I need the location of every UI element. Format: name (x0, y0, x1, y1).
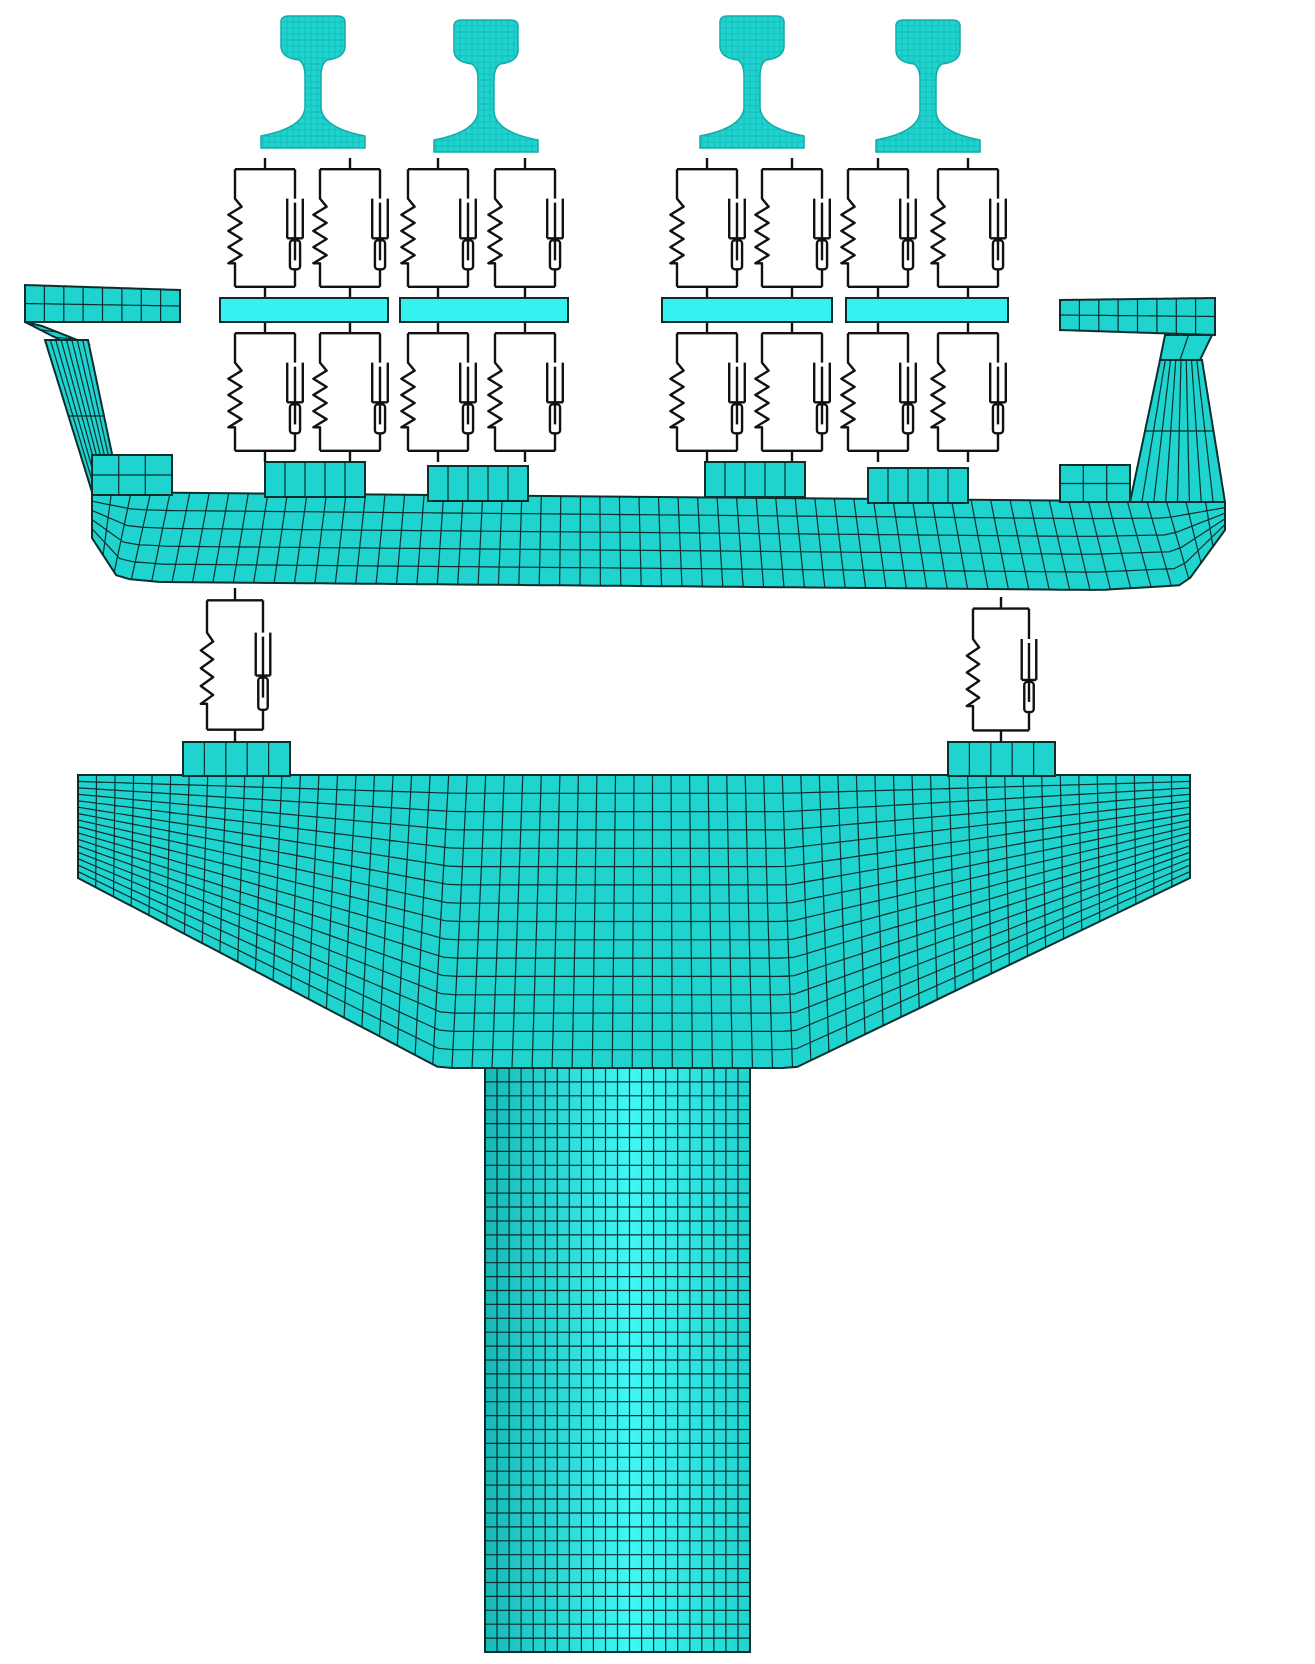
bearing-block-left (182, 741, 291, 777)
deck-left-corner-mesh-grid (92, 455, 172, 495)
lower-fastener-4-2 (930, 322, 1007, 462)
spring-icon (487, 333, 503, 451)
deck-right-web-mesh-grid (1141, 359, 1214, 503)
damper-cylinder-icon (371, 169, 389, 261)
lower-fastener-1-2 (312, 322, 389, 462)
damper-cylinder-icon (459, 333, 477, 425)
bearing-spring-left (199, 588, 272, 742)
base-block-1 (264, 461, 366, 498)
damper-cylinder-icon (989, 169, 1007, 261)
pier-mesh-grid (485, 1068, 750, 1652)
upper-fastener-3-1 (669, 158, 746, 298)
lower-fastener-4-1 (840, 322, 917, 462)
base-block-4 (867, 467, 969, 504)
base-block-1-grid (284, 462, 346, 497)
spring-icon (840, 333, 856, 451)
spring-icon (312, 333, 328, 451)
rail-3 (699, 15, 805, 149)
base-block-3 (704, 461, 806, 498)
base-block-2-grid (447, 466, 509, 501)
damper-cylinder-icon (728, 169, 746, 261)
spring-icon (227, 169, 243, 287)
deck-right-wing-mesh-grid (1060, 298, 1215, 335)
deck-left-wing-mesh-grid (25, 285, 180, 322)
spring-icon (312, 169, 328, 287)
base-block-2 (427, 465, 529, 502)
spring-icon (400, 333, 416, 451)
spring-icon (669, 169, 685, 287)
rail-2 (433, 19, 539, 153)
cap-beam-mesh-grid (77, 774, 1191, 1069)
damper-cylinder-icon (546, 333, 564, 425)
sleeper-slab-2 (399, 297, 569, 323)
spring-icon (400, 169, 416, 287)
damper-cylinder-icon (728, 333, 746, 425)
spring-icon (754, 333, 770, 451)
rail-1 (260, 15, 366, 149)
upper-fastener-2-2 (487, 158, 564, 298)
lower-fastener-3-1 (669, 322, 746, 462)
damper-cylinder-icon (813, 333, 831, 425)
bearing-spring-right (965, 597, 1038, 742)
lower-fastener-1-1 (227, 322, 304, 462)
lower-fastener-2-1 (400, 322, 477, 462)
lower-fastener-3-2 (754, 322, 831, 462)
deck-left-haunch-mesh-grid (39, 329, 75, 340)
bearing-block-right-grid (968, 742, 1035, 776)
spring-icon (199, 600, 215, 730)
damper-cylinder-icon (254, 600, 272, 698)
upper-fastener-3-2 (754, 158, 831, 298)
deck-right-haunch-mesh (1158, 334, 1214, 361)
bearing-block-left-grid (203, 742, 270, 776)
base-block-4-grid (887, 468, 949, 503)
sleeper-slab-4 (845, 297, 1009, 323)
track-base-blocks (264, 461, 969, 504)
upper-fastener-4-1 (840, 158, 917, 298)
lower-fastener-2-2 (487, 322, 564, 462)
spring-icon (930, 333, 946, 451)
bridge-deck-girder (24, 283, 1227, 591)
upper-fastener-4-2 (930, 158, 1007, 298)
damper-cylinder-icon (989, 333, 1007, 425)
spring-icon (487, 169, 503, 287)
pier-cap-beam (77, 741, 1191, 1069)
upper-fastener-1-1 (227, 158, 304, 298)
spring-icon (965, 608, 981, 731)
pier-column (484, 1067, 751, 1653)
spring-icon (227, 333, 243, 451)
damper-cylinder-icon (286, 333, 304, 425)
damper-cylinder-icon (899, 333, 917, 425)
fastener-spring-dampers (227, 158, 1007, 462)
bearing-block-right (947, 741, 1056, 777)
sleeper-slab-3 (661, 297, 833, 323)
spring-icon (669, 333, 685, 451)
base-block-3-grid (724, 462, 786, 497)
damper-cylinder-icon (899, 169, 917, 261)
deck-left-web-mesh-grid (49, 339, 118, 493)
upper-fastener-2-1 (400, 158, 477, 298)
bearing-springs (199, 588, 1038, 742)
damper-cylinder-icon (459, 169, 477, 261)
rail-4 (875, 19, 981, 153)
deck-slab-mesh-grid (91, 492, 1226, 591)
spring-icon (754, 169, 770, 287)
damper-cylinder-icon (286, 169, 304, 261)
damper-cylinder-icon (813, 169, 831, 261)
upper-fastener-1-2 (312, 158, 389, 298)
spring-icon (840, 169, 856, 287)
deck-right-corner-mesh-grid (1060, 465, 1130, 502)
sleeper-slab-1 (219, 297, 389, 323)
rails (260, 15, 981, 153)
spring-icon (930, 169, 946, 287)
deck-right-haunch-mesh-grid (1179, 334, 1190, 361)
damper-cylinder-icon (1020, 608, 1038, 702)
damper-cylinder-icon (546, 169, 564, 261)
sleeper-slabs (219, 297, 1009, 323)
damper-cylinder-icon (371, 333, 389, 425)
